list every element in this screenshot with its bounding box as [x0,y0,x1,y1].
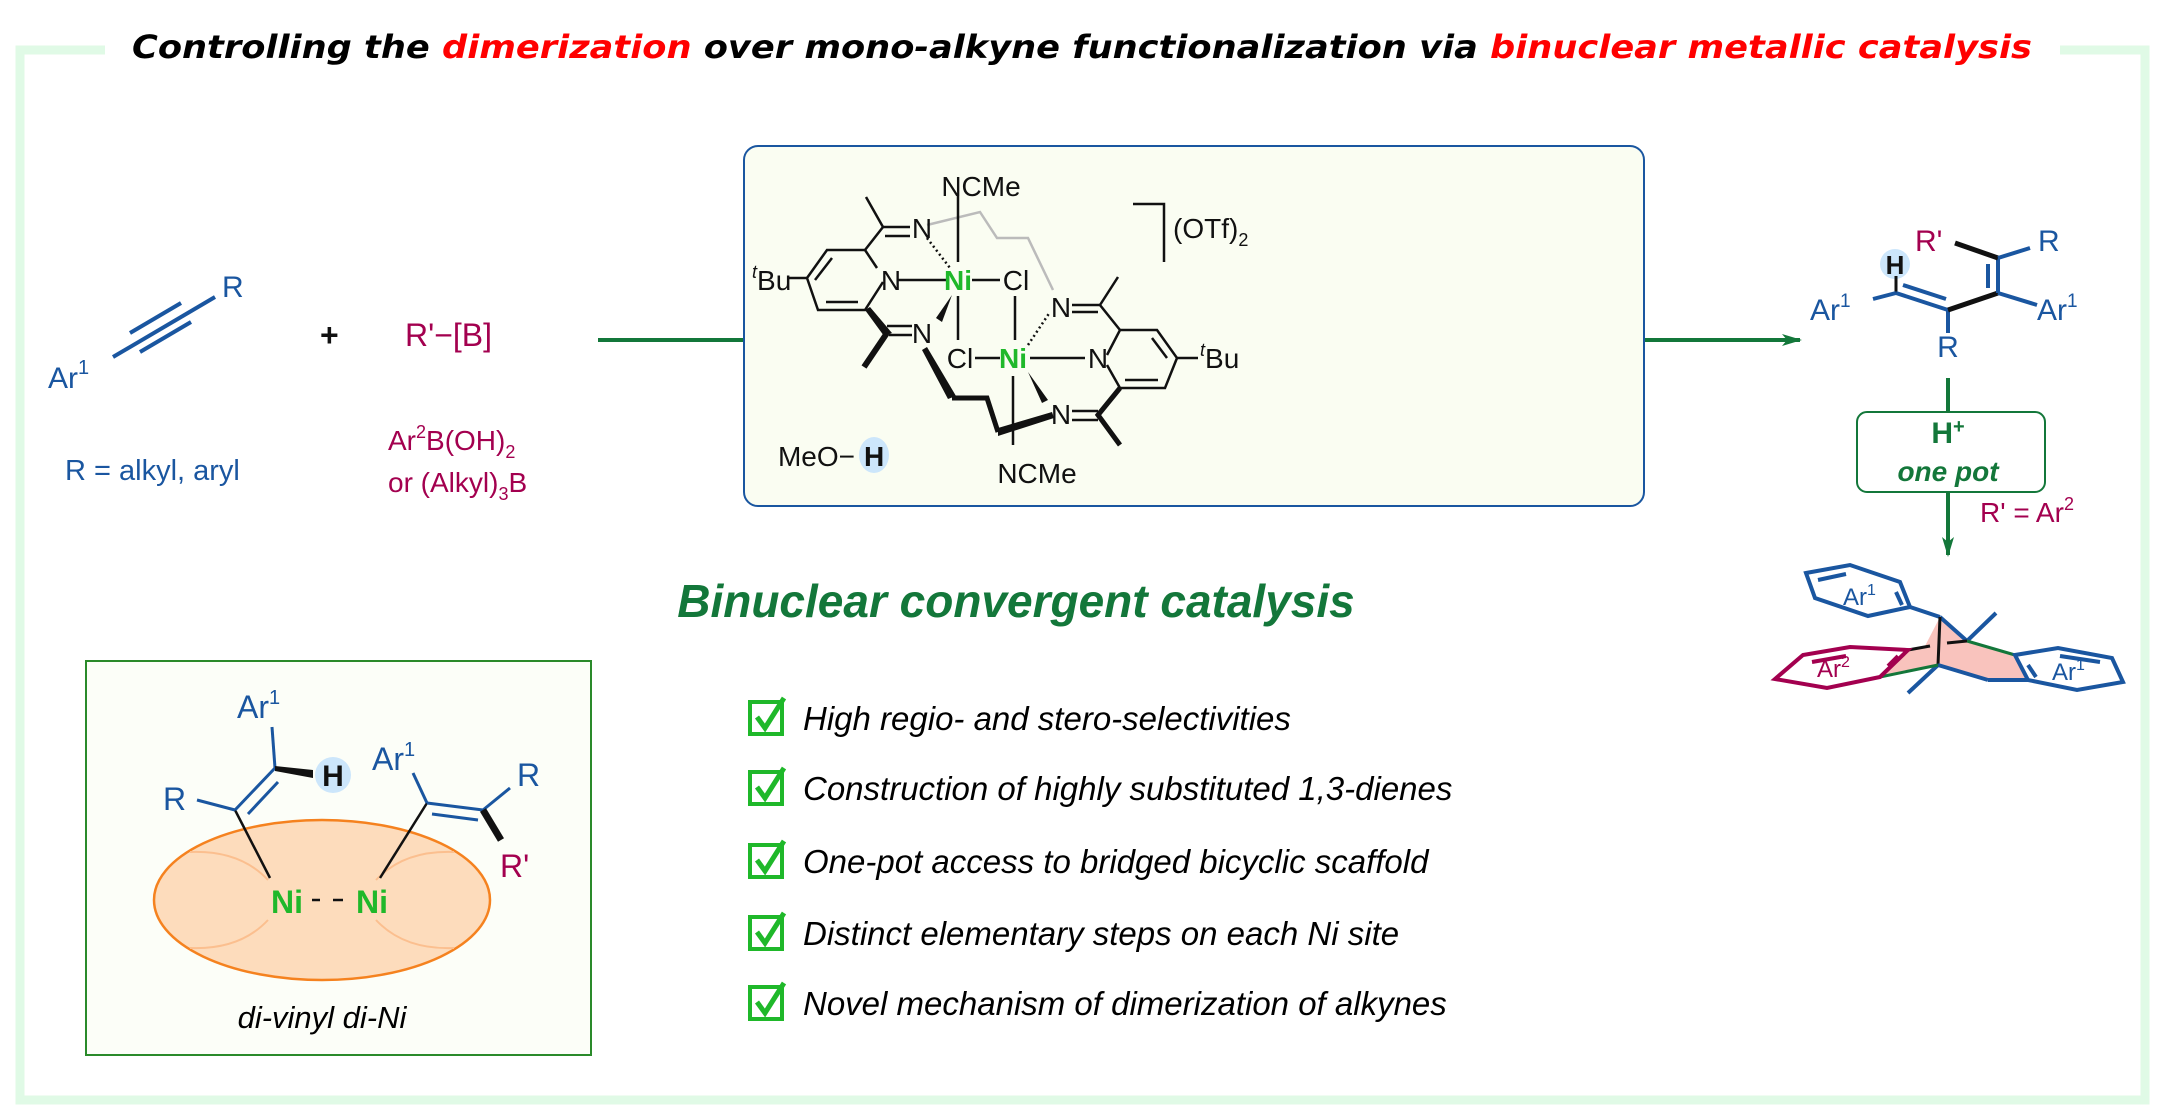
boron-reagent: R'−[B] [405,317,492,353]
bicyclic-ar1-right: Ar1 [2052,657,2085,686]
title-seg-1: Controlling the [132,28,442,66]
feature-text: Novel mechanism of dimerization of alkyn… [803,985,1447,1022]
intermediate-r-left: R [163,781,186,817]
headline: Binuclear convergent catalysis [677,575,1355,627]
diene-r-prime: R' [1915,225,1942,258]
feature-item: Novel mechanism of dimerization of alkyn… [748,981,1447,1022]
r-definition: R = alkyl, aryl [65,455,240,487]
intermediate-ni-left: Ni [271,884,303,920]
checkbox-checked-icon [748,843,784,879]
triflate-counterion: (OTf)2 [1173,213,1248,250]
feature-item: Construction of highly substituted 1,3-d… [748,766,1452,807]
imine-n-bottom-right: N [1051,399,1071,430]
conditions-box [1856,411,2046,493]
feature-text: Distinct elementary steps on each Ni sit… [803,915,1399,952]
feature-item: Distinct elementary steps on each Ni sit… [748,911,1399,952]
feature-item: One-pot access to bridged bicyclic scaff… [748,839,1430,880]
checkbox-checked-icon [748,770,784,806]
methanol-h-label: H [864,441,884,472]
feature-item: High regio- and stero-selectivities [748,696,1291,737]
feature-list: High regio- and stero-selectivities Cons… [748,696,1452,1022]
r-prime-equals-ar2: R' = Ar2 [1980,494,2074,528]
title-seg-2: dimerization [442,28,692,66]
nickel-1-label: Ni [944,265,972,296]
diene-ar-left: Ar1 [1810,291,1851,327]
one-pot-condition: one pot [1897,456,2000,487]
tbu-right-label: tBu [1200,340,1239,374]
ncme-bottom-label: NCMe [997,458,1076,489]
bridged-bicyclic-product: Ar1 Ar2 Ar1 [1770,562,2126,695]
intermediate-h: H [322,760,344,793]
intermediate-ar-right: Ar1 [372,739,415,777]
intermediate-ni-right: Ni [356,884,388,920]
acid-reagent: H+ [1931,416,1964,450]
diene-ar-right: Ar1 [2037,291,2078,327]
intermediate-r-prime: R' [500,848,529,884]
checkbox-checked-icon [748,700,784,736]
di-vinyl-di-nickel-intermediate: Ar1 Ar1 R R R' H Ni Ni di-vinyl di-Ni [152,687,540,1035]
methanol-proton-source: MeO− H [778,437,889,473]
pyridine-n-right: N [1088,343,1108,374]
imine-n-top-left: N [912,213,932,244]
dinickel-catalyst-structure: NCMe NCMe Ni Ni Cl Cl N N N N N N tBu tB… [752,171,1248,489]
chloride-2-label: Cl [947,343,973,374]
alkyne-ar-label: Ar1 [48,357,89,395]
ncme-top-label: NCMe [941,171,1020,202]
alkyne-reactant: Ar1 R [48,271,244,395]
diene-r-bottom: R [1937,331,1959,364]
title-seg-4: binuclear metallic catalysis [1490,28,2032,66]
intermediate-r-right: R [517,757,540,793]
title-seg-3: over mono-alkyne functionalization via [692,28,1491,66]
methanol-meo-label: MeO− [778,441,855,472]
feature-text: High regio- and stero-selectivities [803,700,1291,737]
bicyclic-ar2: Ar2 [1817,654,1850,683]
intermediate-ar-left: Ar1 [237,687,280,725]
tbu-left-label: tBu [752,262,791,296]
checkbox-checked-icon [748,915,784,951]
chloride-1-label: Cl [1003,265,1029,296]
intermediate-caption: di-vinyl di-Ni [238,1000,408,1035]
imine-n-bottom-left: N [912,318,932,349]
outer-frame [15,45,2150,1105]
title: Controlling the dimerization over mono-a… [132,28,2032,66]
boron-option-trialkylborane: or (Alkyl)3B [388,467,527,504]
feature-text: Construction of highly substituted 1,3-d… [803,770,1452,807]
feature-text: One-pot access to bridged bicyclic scaff… [803,843,1430,880]
diene-product: H Ar1 Ar1 R R R' [1810,225,2078,364]
pyridine-n-left: N [881,265,901,296]
diene-h: H [1886,250,1905,280]
catalyst-box [743,145,1645,507]
checkbox-checked-icon [748,985,784,1021]
nickel-2-label: Ni [999,343,1027,374]
diene-r-top: R [2038,225,2060,258]
plus-sign: + [320,317,339,353]
imine-n-top-right: N [1051,292,1071,323]
alkyne-r-label: R [222,271,244,304]
bicyclic-ar1-top: Ar1 [1843,582,1876,611]
boron-option-arylboronic: Ar2B(OH)2 [388,422,515,462]
